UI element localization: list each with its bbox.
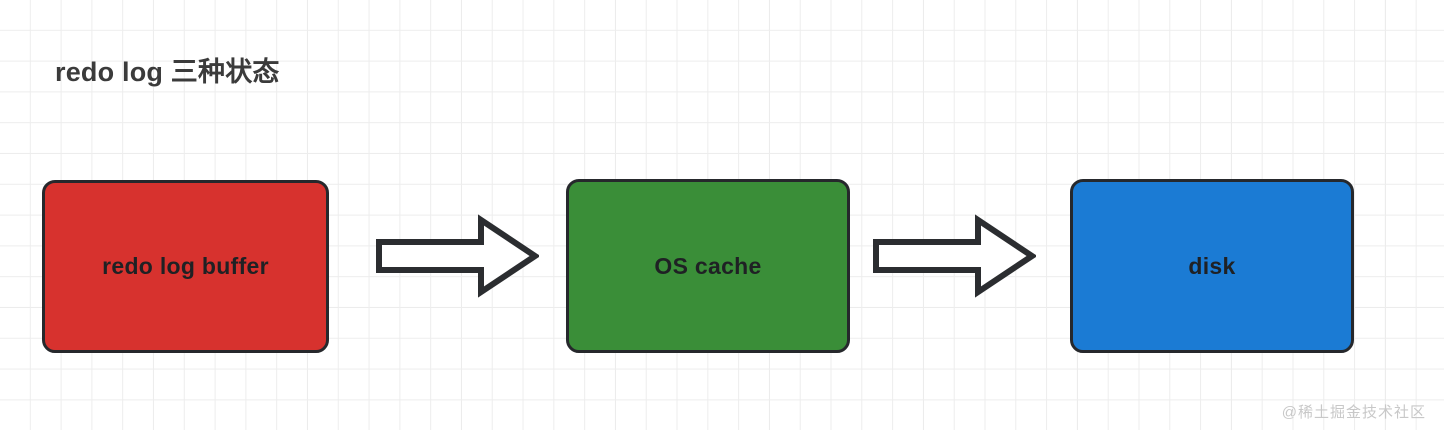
arrow-cache-to-disk[interactable] (872, 214, 1036, 298)
node-label-redo-log-buffer: redo log buffer (102, 253, 269, 279)
page-title: redo log 三种状态 (55, 57, 280, 87)
watermark: @稀土掘金技术社区 (1281, 404, 1426, 421)
arrow-buffer-to-cache[interactable] (375, 214, 539, 298)
node-os-cache[interactable]: OS cache (566, 179, 850, 353)
node-disk[interactable]: disk (1070, 179, 1354, 353)
node-label-disk: disk (1188, 252, 1236, 279)
block-arrow-right-icon (873, 214, 1036, 298)
block-arrow-right-icon (376, 214, 539, 298)
node-redo-log-buffer[interactable]: redo log buffer (42, 180, 329, 353)
node-label-os-cache: OS cache (654, 252, 762, 279)
